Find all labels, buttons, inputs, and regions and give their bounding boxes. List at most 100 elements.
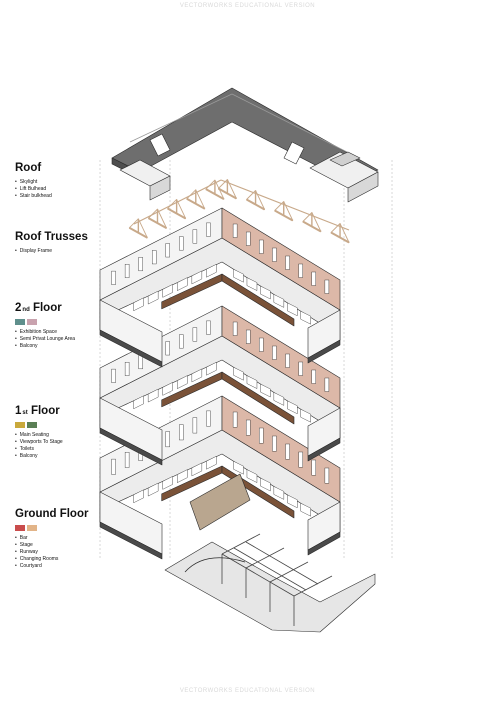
pergola-beam xyxy=(245,547,285,569)
window xyxy=(246,329,251,344)
window xyxy=(272,435,277,452)
window xyxy=(324,467,330,484)
room-partition xyxy=(260,477,271,492)
arched-wall xyxy=(184,557,246,573)
room-partition xyxy=(177,469,188,483)
window xyxy=(165,243,170,258)
room-partition xyxy=(246,277,258,291)
room-partition xyxy=(206,264,217,278)
room-partition xyxy=(206,362,217,376)
window xyxy=(259,427,264,444)
room-partition xyxy=(162,284,173,298)
lift-bulkhead-side xyxy=(347,171,379,203)
room-partition xyxy=(300,503,311,517)
room-partition xyxy=(191,270,203,285)
room-partition xyxy=(233,367,244,381)
legend-second-floor-swatches xyxy=(15,319,75,325)
stage-floor xyxy=(189,473,251,531)
room-partition xyxy=(287,400,298,414)
room-partition xyxy=(300,409,311,423)
legend-roof: Roof Skylight Lift Bulhead Stair bulkhea… xyxy=(15,162,52,200)
room-partition xyxy=(233,461,244,475)
window xyxy=(192,229,198,244)
room-partition xyxy=(162,476,173,490)
pergola-beam xyxy=(245,541,319,585)
room-partition xyxy=(246,375,258,389)
window xyxy=(179,236,184,251)
window xyxy=(298,263,303,278)
room-partition xyxy=(287,494,298,508)
pergola-beam xyxy=(221,533,261,555)
title-number: 1 xyxy=(15,405,22,417)
legend-roof-trusses-item: Display Frame xyxy=(15,248,88,255)
legend-second-floor-list: Exhibition Space Semi Privat Lounge Area… xyxy=(15,329,75,350)
room-partition xyxy=(162,382,173,396)
skylight xyxy=(283,141,305,165)
title-suffix: nd xyxy=(22,307,30,313)
legend-ground-floor-item: Runway xyxy=(15,549,88,556)
legend-second-floor-title: 2nd Floor xyxy=(15,302,75,315)
color-swatch xyxy=(15,525,25,531)
room-partition xyxy=(273,392,285,406)
room-partition xyxy=(206,456,217,470)
window xyxy=(298,361,303,376)
slab-edge xyxy=(99,329,163,368)
truss-purlin xyxy=(220,179,350,231)
title-word: Floor xyxy=(32,302,62,314)
title-word: Floor xyxy=(30,405,60,417)
legend-roof-trusses: Roof Trusses Display Frame xyxy=(15,231,88,255)
window xyxy=(111,458,116,475)
window xyxy=(138,257,143,272)
legend-first-floor-item: Viewports To Stage xyxy=(15,439,63,446)
window xyxy=(138,355,143,370)
window xyxy=(272,247,277,262)
slab-edge xyxy=(99,427,163,466)
legend-first-floor-item: Balcony xyxy=(15,453,63,460)
window xyxy=(311,369,316,384)
slab-edge xyxy=(307,437,341,462)
window xyxy=(124,452,130,468)
first-floor-model xyxy=(99,305,341,466)
legend-ground-floor-item: Changing Rooms xyxy=(15,556,88,563)
window xyxy=(192,327,198,342)
roof-ridge xyxy=(129,93,233,143)
room-partition xyxy=(133,297,144,311)
legend-ground-floor-title: Ground Floor xyxy=(15,508,89,520)
legend-ground-floor-item: Courtyard xyxy=(15,563,88,570)
window xyxy=(311,271,316,286)
window xyxy=(232,223,238,238)
window xyxy=(285,255,290,270)
legend-ground-floor-item: Stage xyxy=(15,542,88,549)
room-partition xyxy=(260,285,271,300)
room-partition xyxy=(233,269,244,283)
slab-edge xyxy=(307,339,341,364)
window xyxy=(232,411,238,428)
window xyxy=(206,410,211,427)
window xyxy=(246,231,251,246)
window xyxy=(246,419,251,436)
legend-second-floor: 2nd Floor Exhibition Space Semi Privat L… xyxy=(15,302,75,350)
stair-bulkhead-side xyxy=(149,175,171,201)
legend-roof-title: Roof xyxy=(15,162,42,174)
window xyxy=(259,337,264,352)
legend-first-floor-item: Main Seating xyxy=(15,432,63,439)
slab-edge xyxy=(99,521,163,560)
window xyxy=(111,368,116,383)
end-wall-left xyxy=(99,491,163,555)
roof-model xyxy=(111,87,379,203)
legend-second-floor-item: Balcony xyxy=(15,343,75,350)
room-partition xyxy=(133,489,144,503)
room-partition xyxy=(246,469,258,483)
lift-bulkhead-top xyxy=(329,151,361,167)
legend-roof-item: Stair bulkhead xyxy=(15,193,52,200)
color-swatch xyxy=(15,319,25,325)
room-partition xyxy=(147,482,159,497)
window xyxy=(152,250,157,265)
window xyxy=(165,431,170,448)
room-partition xyxy=(147,388,159,403)
room-partition xyxy=(287,302,298,316)
pergola-beam xyxy=(269,561,309,583)
legend-ground-floor-item: Bar xyxy=(15,535,88,542)
pergola-beam xyxy=(293,575,333,597)
